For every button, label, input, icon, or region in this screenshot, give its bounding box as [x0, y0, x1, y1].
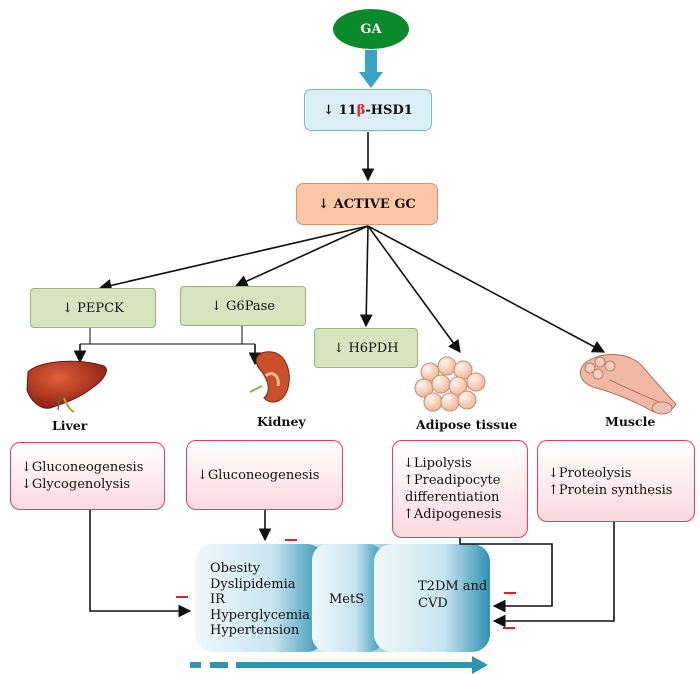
arrow-liver-effects	[89, 510, 192, 618]
t2dm-label: T2DM and CVD	[418, 578, 487, 612]
condition-item: Obesity	[210, 561, 261, 576]
hsd1-prefix: ↓ 11	[323, 102, 357, 118]
conditions-list: Obesity Dyslipidemia IR Hyperglycemia Hy…	[210, 561, 310, 639]
pepck-box: ↓ PEPCK	[30, 288, 156, 328]
active-gc-box: ↓ ACTIVE GC	[296, 183, 438, 225]
t2dm-line: T2DM and	[418, 579, 488, 594]
arrow-muscle-effects	[492, 522, 615, 628]
timeline-arrowhead	[472, 656, 488, 674]
hsd1-suffix: -HSD1	[365, 102, 413, 118]
adipose-tissue-icon	[414, 356, 486, 412]
kidney-icon	[249, 351, 290, 403]
liver-label: Liver	[52, 418, 88, 433]
arrow-gc-to-adipose	[367, 225, 461, 354]
liver-effect-item: ↓Glycogenolysis	[21, 477, 131, 492]
ga-label: GA	[360, 21, 382, 37]
inhibition-mark-adipose	[504, 592, 516, 594]
inhibition-mark-kidney	[285, 539, 297, 541]
inhibition-mark-liver	[176, 596, 188, 598]
muscle-effects-box: ↓Proteolysis ↑Protein synthesis	[537, 440, 695, 522]
arrow-gc-to-h6pdh	[359, 225, 373, 328]
t2dm-panel	[374, 544, 490, 652]
arrow-gc-to-pepck	[98, 225, 369, 292]
t2dm-line: CVD	[418, 596, 448, 611]
arrow-adipose-effects	[459, 538, 553, 613]
condition-item: Dyslipidemia	[210, 576, 296, 592]
g6pase-box: ↓ G6Pase	[180, 286, 306, 326]
condition-item: Hyperglycemia	[210, 607, 310, 623]
ga-arrow-shaft	[365, 50, 377, 74]
muscle-label: Muscle	[605, 414, 656, 429]
condition-item: Hypertension	[210, 623, 300, 638]
hsd1-beta: β	[356, 102, 366, 118]
conditions-panel	[195, 544, 325, 652]
timeline-bar	[236, 662, 474, 668]
adipose-label: Adipose tissue	[416, 417, 518, 432]
liver-icon	[26, 360, 107, 413]
adipose-effect-item: ↓Lipolysis	[403, 456, 472, 471]
condition-item: IR	[210, 592, 225, 607]
adipose-effect-item: ↑Adipogenesis	[403, 507, 502, 522]
kidney-effects-box: ↓Gluconeogenesis	[186, 440, 343, 510]
timeline-dash-1	[190, 662, 201, 668]
arrow-gc-to-muscle	[367, 225, 606, 353]
kidney-label: Kidney	[257, 414, 306, 429]
adipose-effects-box: ↓Lipolysis ↑Preadipocyte differentiation…	[392, 440, 528, 538]
muscle-effect-item: ↓Proteolysis	[548, 466, 632, 481]
muscle-icon	[580, 353, 677, 415]
arrow-gc-to-g6pase	[234, 225, 369, 288]
inhibition-mark-muscle	[503, 627, 515, 629]
timeline-dash-2	[210, 662, 228, 668]
kidney-effect-item: ↓Gluconeogenesis	[197, 468, 320, 483]
mets-label: MetS	[329, 592, 365, 607]
liver-effect-item: ↓Gluconeogenesis	[21, 460, 144, 475]
liver-effects-box: ↓Gluconeogenesis ↓Glycogenolysis	[10, 442, 165, 510]
mets-panel	[312, 544, 384, 652]
adipose-effect-item: differentiation	[405, 490, 500, 505]
ga-arrow-head	[359, 72, 383, 88]
ga-node	[333, 9, 409, 49]
muscle-effect-item: ↑Protein synthesis	[548, 483, 673, 498]
adipose-effect-item: ↑Preadipocyte	[403, 473, 501, 488]
h6pdh-box: ↓ H6PDH	[314, 328, 418, 368]
